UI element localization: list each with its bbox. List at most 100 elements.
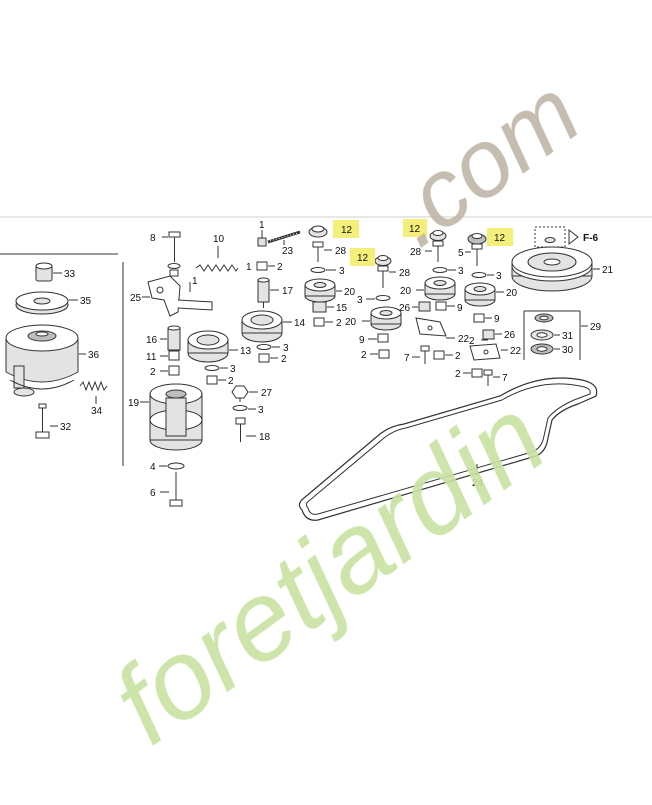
callout-12b-highlight	[350, 248, 375, 266]
callout-6: 6	[150, 488, 156, 499]
callout-12a: 12	[341, 225, 353, 236]
callout-22a: 22	[458, 334, 470, 345]
part-2-nut-f	[370, 349, 390, 359]
part-16-spacer	[160, 325, 181, 351]
part-2-nut-g	[433, 350, 453, 360]
part-28-bolt-b	[377, 265, 396, 288]
callout-26a: 26	[399, 303, 411, 314]
part-17-pivot	[257, 277, 279, 308]
part-2-nut-d	[206, 375, 226, 385]
callout-12d: 12	[494, 233, 506, 244]
callout-19: 19	[128, 398, 140, 409]
callout-25: 25	[130, 293, 142, 304]
part-6-bolt	[160, 472, 183, 507]
part-20-idler-b	[362, 306, 402, 331]
callout-33: 33	[64, 269, 76, 280]
callout-31: 31	[562, 331, 574, 342]
callout-10: 10	[213, 234, 225, 245]
part-2-nut-e	[313, 317, 333, 327]
callout-28a: 28	[335, 246, 347, 257]
part-9-washer-c	[435, 301, 455, 311]
part-bearing-top	[534, 313, 554, 323]
part-20-idler-d	[464, 282, 504, 307]
callout-29: 29	[590, 322, 602, 333]
callout-18: 18	[259, 432, 271, 443]
part-2-nut-c	[258, 353, 278, 363]
callout-20b: 20	[345, 317, 357, 328]
callout-5: 5	[458, 248, 464, 259]
callout-1c: 1	[192, 276, 198, 287]
callout-36: 36	[88, 350, 100, 361]
callout-9b: 9	[457, 303, 463, 314]
part-3-washer-e	[366, 295, 391, 301]
callout-4: 4	[150, 462, 156, 473]
callout-1b: 1	[246, 262, 252, 273]
part-1-fitting	[257, 230, 267, 247]
callout-22b: 22	[510, 346, 522, 357]
callout-34: 34	[91, 406, 103, 417]
part-5-bolt	[465, 243, 483, 266]
callout-1a: 1	[259, 220, 265, 231]
callout-2f: 2	[361, 350, 367, 361]
callout-26b: 26	[504, 330, 516, 341]
callout-8: 8	[150, 233, 156, 244]
callout-12a-highlight	[333, 220, 359, 238]
callout-16: 16	[146, 335, 158, 346]
part-28-bolt-a	[312, 241, 332, 262]
callout-20c: 20	[400, 286, 412, 297]
part-9-washer-b	[368, 333, 389, 343]
part-3-washer-c	[232, 405, 256, 411]
callout-28c: 28	[410, 247, 422, 258]
part-35-pulley	[15, 291, 78, 315]
part-2-nut-h	[463, 368, 483, 378]
callout-12d-highlight	[487, 228, 513, 246]
part-9-washer-a	[167, 263, 181, 277]
part-14-pulley	[241, 310, 292, 343]
part-3-washer-g	[471, 272, 494, 278]
part-27-bolt	[231, 385, 258, 402]
callout-3g: 3	[496, 271, 502, 282]
callout-3e: 3	[357, 295, 363, 306]
part-10-spring	[195, 246, 239, 272]
callout-3f: 3	[458, 266, 464, 277]
callout-7a: 7	[404, 353, 410, 364]
callout-12c: 12	[409, 224, 421, 235]
part-20-idler-a	[304, 278, 342, 303]
part-13-pulley	[187, 330, 238, 363]
callout-2b: 2	[150, 367, 156, 378]
part-11-nut	[160, 350, 180, 361]
part-28-bolt-c	[425, 240, 444, 262]
part-19-pulley	[140, 383, 203, 451]
part-18-bolt	[235, 417, 256, 442]
callout-2d: 2	[228, 376, 234, 387]
part-25-bracket	[142, 275, 213, 317]
part-2-nut-b	[160, 365, 180, 376]
callout-23: 23	[282, 246, 294, 257]
part-30-seal	[530, 343, 560, 355]
reference-label: F-6	[583, 233, 598, 244]
callout-12b: 12	[357, 253, 369, 264]
part-12-cap-a	[308, 225, 328, 238]
part-2-nut-a	[256, 261, 275, 271]
part-33-bushing	[35, 262, 62, 282]
part-3-washer-d	[310, 267, 336, 273]
callout-17: 17	[282, 286, 294, 297]
part-22-bracket-a	[415, 317, 455, 339]
part-3-washer-a	[256, 344, 280, 350]
callout-7b: 7	[502, 373, 508, 384]
callout-20a: 20	[344, 287, 356, 298]
callout-30: 30	[562, 345, 574, 356]
callout-21: 21	[602, 265, 614, 276]
callout-35: 35	[80, 296, 92, 307]
part-20-idler-c	[416, 276, 456, 301]
part-26-collar-b	[482, 329, 502, 340]
part-12-cap-c	[429, 230, 447, 241]
callout-3d: 3	[339, 266, 345, 277]
callout-15: 15	[336, 303, 348, 314]
part-12-cap-d	[467, 233, 487, 245]
part-7-bolt-a	[412, 345, 430, 364]
part-8-bolt	[162, 231, 181, 262]
part-3-washer-b	[204, 365, 228, 371]
